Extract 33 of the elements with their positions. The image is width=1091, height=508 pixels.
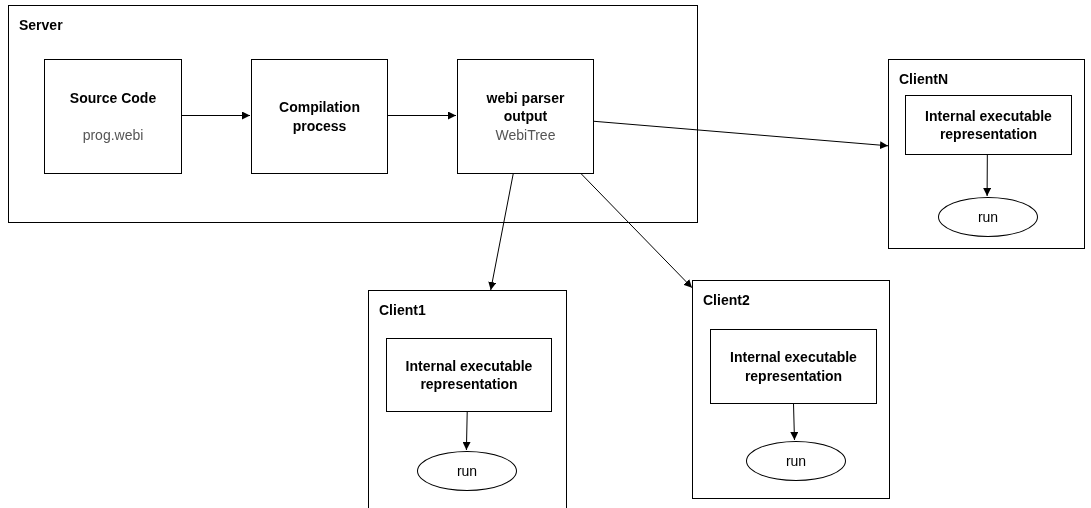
node-label: Source Code [69,89,157,108]
arrow [579,172,693,289]
node-label: Internal executable representation [404,356,534,394]
node-label: run [456,461,478,481]
group-frame [692,280,890,499]
node-label: Internal executable representation [729,348,858,385]
group-frame [368,290,567,508]
node-label: Compilation process [278,98,361,135]
arrow [386,111,457,120]
group-title: Client2 [703,291,750,310]
arrow [180,111,251,120]
process-box [457,59,594,174]
process-box [710,329,877,404]
arrow [592,120,889,150]
group-title: Client1 [379,301,426,320]
process-box [905,95,1072,155]
node-sublabel: prog.webi [82,125,144,144]
node-sublabel: WebiTree [495,125,556,144]
arrow [462,410,471,451]
group-frame [888,59,1085,249]
process-box [386,338,552,412]
node-label: run [977,207,999,227]
process-box [251,59,388,174]
process-box [44,59,182,174]
arrow [790,402,799,441]
node-label: run [785,451,807,471]
arrow [983,153,992,197]
group-title: ClientN [899,70,948,89]
group-frame [8,5,698,223]
group-title: Server [19,16,63,35]
node-label: webi parser output [485,89,566,126]
arrow [488,172,514,291]
node-label: Internal executable representation [924,106,1053,144]
